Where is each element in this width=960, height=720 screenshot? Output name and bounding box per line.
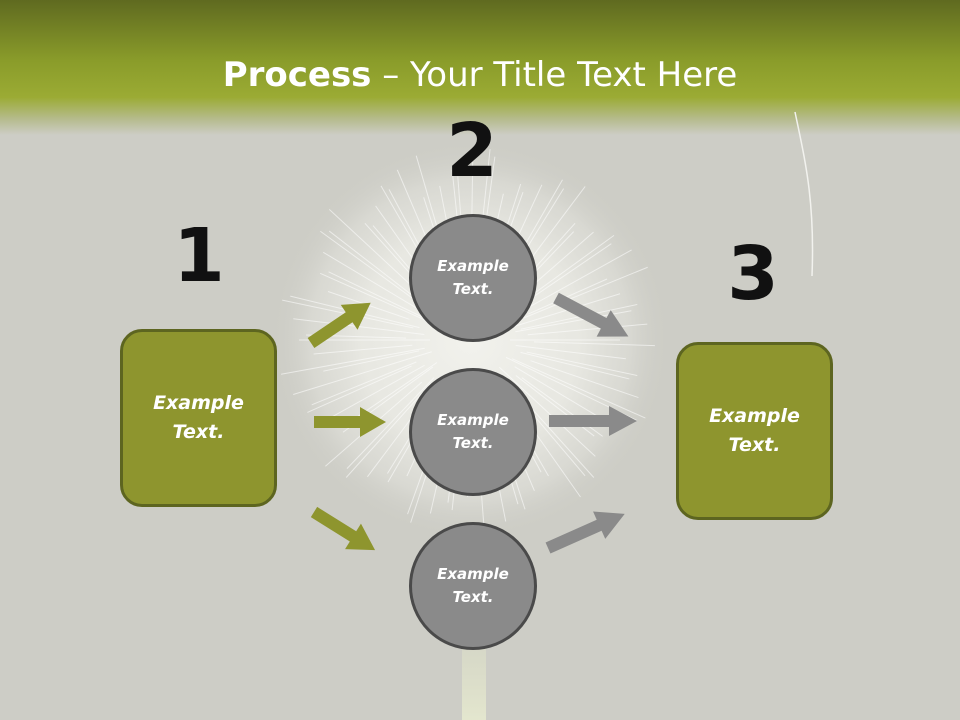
title-rest: – Your Title Text Here [371,55,738,95]
floating-seed [794,111,814,277]
right-box-line2: Text. [728,434,781,456]
top-circle-line2: Text. [452,280,494,298]
seed-filament [530,360,639,399]
seed-filament [307,365,412,413]
bottom-circle: Example Text. [409,522,537,650]
seed-filament [533,341,655,347]
seed-filament [498,366,596,457]
arrow-to-top-circle [307,302,371,348]
left-box-line2: Text. [172,421,225,443]
arrow-to-bottom-circle [310,506,376,551]
middle-circle-line2: Text. [452,434,494,452]
seed-filament [515,249,632,316]
seed-filament [320,230,419,303]
seed-filament [515,345,626,360]
seed-filament [319,272,429,322]
left-box-line1: Example [153,392,244,414]
seed-filament [508,293,621,329]
seed-filament [323,350,420,372]
seed-filament [527,323,648,336]
middle-circle: Example Text. [409,368,537,496]
seed-filament [293,351,432,395]
seed-filament [346,377,435,469]
step-number-1: 1 [173,213,225,299]
seed-filament [526,351,638,377]
top-circle-line1: Example [437,257,509,275]
seed-filament [328,230,425,305]
seed-filament [328,271,435,324]
seed-filament [280,347,425,375]
middle-circle-line1: Example [437,411,509,429]
left-step-box: Example Text. [120,329,277,507]
bottom-circle-line2: Text. [452,588,494,606]
seed-filament [528,278,608,315]
seed-filament [514,366,600,418]
step-number-2: 2 [446,108,498,194]
slide-title: Process – Your Title Text Here [0,52,960,98]
arrow-middle-circle-to-right [549,406,637,436]
header-band [0,0,960,135]
arrow-top-circle-to-right [553,292,629,337]
right-step-box: Example Text. [676,342,833,520]
arrow-bottom-circle-to-right [545,511,625,554]
title-bold: Process [222,55,372,95]
seed-filament [520,351,630,380]
step-number-3: 3 [727,231,779,317]
seed-filament [326,364,425,421]
seed-filament [311,361,417,406]
right-box-line1: Example [709,405,800,427]
arrow-to-middle-circle [314,407,386,437]
bottom-circle-line1: Example [437,565,509,583]
seed-filament [511,358,646,419]
top-circle: Example Text. [409,214,537,342]
seed-filament [322,251,426,314]
seed-filament [313,344,413,355]
seed-filament [523,266,648,319]
